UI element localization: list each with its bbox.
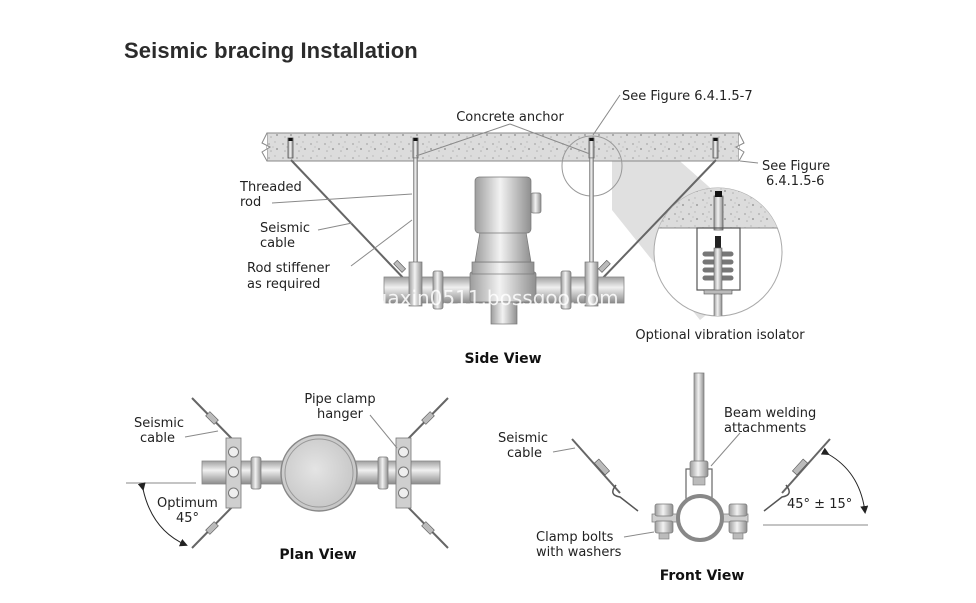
seismic-cables: [290, 159, 717, 284]
front-label-clamp-bolts-line1: Clamp bolts: [536, 530, 614, 545]
label-seismic-cable-line2: cable: [260, 236, 295, 251]
front-view-caption: Front View: [660, 568, 745, 584]
plan-label-optimum-line1: Optimum: [157, 496, 218, 511]
front-label-beam-welding-line2: attachments: [724, 421, 807, 436]
label-rod-stiffener-line1: Rod stiffener: [247, 261, 330, 276]
side-view: Concrete anchor See Figure 6.4.1.5-7 See…: [239, 89, 830, 367]
plan-label-seismic-cable-line1: Seismic: [134, 416, 184, 431]
front-angle-arrow: [820, 447, 869, 514]
plan-view: Seismic cable Pipe clamp hanger Optimum …: [126, 392, 449, 563]
front-label-clamp-bolts-line2: with washers: [536, 545, 622, 560]
anchor-icon: [412, 137, 419, 159]
plan-pump-top: [280, 434, 358, 512]
anchor-icon: [712, 137, 719, 159]
label-vibration-isolator: Optional vibration isolator: [635, 328, 805, 343]
page-title: Seismic bracing Installation: [124, 38, 418, 63]
front-view: Seismic cable Beam welding attachments C…: [498, 372, 869, 584]
side-view-leaders: [271, 94, 759, 267]
front-label-seismic-cable-line2: cable: [507, 446, 542, 461]
watermark: huaxin0511.bossgoo.com: [362, 286, 619, 310]
anchor-icon: [287, 137, 294, 159]
label-see-figure-7: See Figure 6.4.1.5-7: [622, 89, 753, 104]
label-seismic-cable-line1: Seismic: [260, 221, 310, 236]
plan-seismic-cables: [191, 397, 449, 549]
label-threaded-rod-line2: rod: [240, 195, 261, 210]
pipe-assembly: [383, 176, 625, 325]
concrete-anchors: [287, 137, 719, 159]
front-label-beam-welding-line1: Beam welding: [724, 406, 816, 421]
front-label-angle: 45° ± 15°: [787, 497, 852, 512]
plan-label-seismic-cable-line2: cable: [140, 431, 175, 446]
label-concrete-anchor: Concrete anchor: [456, 110, 564, 125]
front-label-seismic-cable-line1: Seismic: [498, 431, 548, 446]
label-rod-stiffener-line2: as required: [247, 277, 320, 292]
plan-label-pipe-clamp-line1: Pipe clamp: [304, 392, 375, 407]
label-see-figure-6-line2: 6.4.1.5-6: [766, 174, 824, 189]
concrete-slab: [261, 132, 745, 162]
clamp-bolts: [654, 503, 748, 540]
anchor-icon: [588, 137, 595, 159]
plan-pipe-clamps: [225, 437, 412, 509]
angle-arrow: [137, 482, 188, 547]
front-seismic-cables: [571, 438, 831, 512]
plan-view-caption: Plan View: [279, 547, 356, 563]
plan-label-pipe-clamp-line2: hanger: [317, 407, 364, 422]
side-view-caption: Side View: [464, 351, 541, 367]
label-see-figure-6-line1: See Figure: [762, 159, 830, 174]
plan-label-optimum-line2: 45°: [176, 511, 199, 526]
label-threaded-rod-line1: Threaded: [239, 180, 302, 195]
front-pipe: [676, 494, 724, 542]
front-threaded-rod: [693, 372, 705, 470]
